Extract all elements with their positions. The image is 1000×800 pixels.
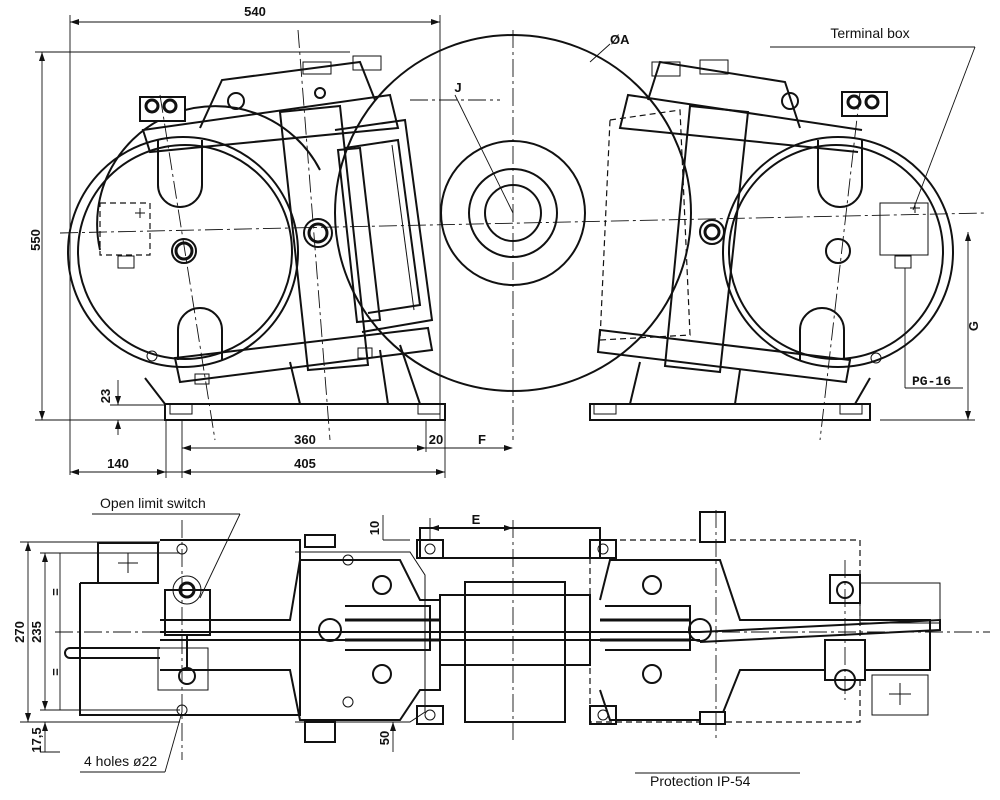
right-thruster-assembly — [589, 59, 954, 421]
front-centerlines — [59, 29, 986, 441]
dim-20: 20 — [429, 432, 443, 447]
top-view: 270 235 = = 17,5 10 E — [12, 495, 990, 789]
dim-E: E — [472, 512, 481, 527]
dim-23: 23 — [98, 389, 113, 403]
dim-J: J — [454, 80, 461, 95]
dim-10: 10 — [367, 521, 382, 535]
dim-G: G — [966, 321, 981, 331]
top-dimensions: 270 235 = = 17,5 10 E — [12, 512, 513, 753]
left-lever-top — [160, 534, 700, 743]
top-callouts: Open limit switch 4 holes ø22 Protection… — [80, 495, 800, 789]
terminal-box-label: Terminal box — [830, 25, 909, 41]
pg16-callout: PG-16 — [904, 268, 963, 389]
dim-360: 360 — [294, 432, 316, 447]
dim-A: ØA — [610, 32, 630, 47]
dim-235: 235 — [29, 621, 44, 643]
terminal-box-callout: Terminal box — [770, 25, 976, 211]
holes-label: 4 holes ø22 — [84, 753, 157, 769]
open-limit-switch-label: Open limit switch — [100, 495, 206, 511]
dim-140: 140 — [107, 456, 129, 471]
dim-405: 405 — [294, 456, 316, 471]
dim-17-5: 17,5 — [29, 727, 44, 752]
dim-550: 550 — [28, 229, 43, 251]
drum-top — [419, 527, 601, 723]
dim-50: 50 — [377, 731, 392, 745]
left-thruster-assembly — [67, 105, 321, 368]
front-dimensions: 540 550 23 360 20 F — [28, 4, 981, 478]
lower-arm — [173, 326, 434, 385]
dim-270: 270 — [12, 621, 27, 643]
protection-label: Protection IP-54 — [650, 773, 751, 789]
dim-F: F — [478, 432, 486, 447]
left-base — [144, 344, 446, 421]
top-centerlines — [55, 510, 990, 760]
pg16-label: PG-16 — [912, 374, 951, 389]
dim-eq-lower: = — [48, 668, 63, 676]
left-shoe-arm — [278, 104, 434, 372]
left-thruster-top — [64, 539, 301, 716]
dim-540: 540 — [244, 4, 266, 19]
right-lever-top — [589, 511, 941, 725]
dim-eq-upper: = — [48, 588, 63, 596]
front-view: 540 550 23 360 20 F — [28, 4, 986, 478]
